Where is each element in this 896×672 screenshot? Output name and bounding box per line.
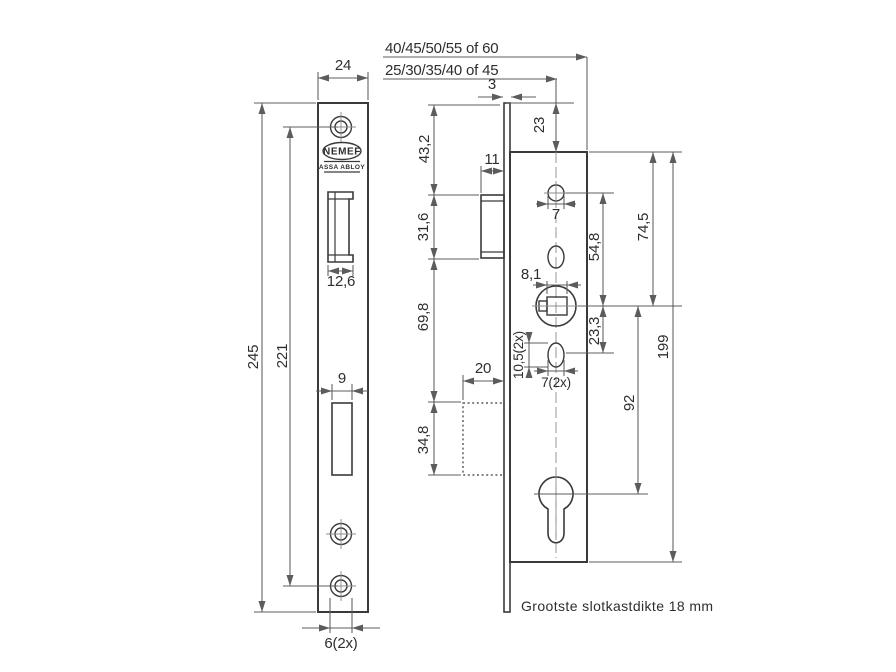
front-dimensions: 24 245 221 12,6 9 [245, 57, 380, 652]
dim-plate-width: 24 [335, 57, 351, 74]
lock-case [509, 151, 588, 563]
dim-plate-height: 245 [245, 345, 262, 369]
latch-bolt [480, 194, 505, 259]
dead-bolt-dashed [462, 402, 505, 476]
screw-hole-mid [326, 519, 356, 549]
dim-pin-hole: 7 [552, 206, 560, 223]
side-view: 40/45/50/55 of 60 25/30/35/40 of 45 3 23… [383, 40, 682, 613]
dim-bolt-height: 34,8 [415, 426, 432, 454]
dim-spindle: 8,1 [521, 266, 541, 283]
spindle-hole [532, 285, 580, 327]
dim-latch-cutout-width: 12,6 [327, 273, 355, 290]
dim-spindle-to-cylinder: 92 [621, 395, 638, 411]
dim-plate-thickness: 3 [488, 76, 496, 93]
oval-slot-lower [547, 342, 565, 368]
dim-latch-height: 31,6 [415, 213, 432, 241]
dim-case-to-spindle: 74,5 [635, 213, 652, 241]
dim-screw-hole: 6(2x) [324, 635, 357, 652]
dim-case-depth-options: 40/45/50/55 of 60 [385, 40, 498, 57]
cylinder-slot [331, 402, 353, 476]
dim-latch-to-bolt: 69,8 [415, 303, 432, 331]
brand-name: NEMEF [323, 147, 361, 158]
dim-slot-width: 9 [338, 370, 346, 387]
pin-hole [544, 181, 568, 205]
dim-case-height: 199 [655, 335, 672, 359]
dim-screw-distance: 221 [274, 344, 291, 368]
dim-top-to-case: 23 [531, 117, 548, 133]
euro-cylinder-hole [538, 471, 574, 544]
dim-top-to-latch: 43,2 [416, 135, 433, 163]
latch-cutout [327, 191, 354, 263]
front-view: NEMEF ASSA ABLOY [245, 57, 380, 652]
dim-spindle-to-screw: 23,3 [586, 317, 603, 345]
side-dimensions: 40/45/50/55 of 60 25/30/35/40 of 45 3 23… [383, 40, 682, 563]
dim-pin-to-spindle: 54,8 [586, 233, 603, 261]
footer-note: Grootste slotkastdikte 18 mm [521, 598, 714, 614]
dim-bolt-throw: 20 [475, 360, 491, 377]
dim-backset-options: 25/30/35/40 of 45 [385, 62, 498, 79]
faceplate-outline [317, 102, 369, 613]
oval-slot-upper [547, 245, 565, 269]
brand-group: ASSA ABLOY [319, 164, 365, 171]
dim-screw-slot-width: 7(2x) [541, 375, 571, 390]
brand-logo: NEMEF ASSA ABLOY [319, 141, 365, 173]
dim-latch-throw: 11 [484, 151, 499, 168]
dim-screw-slot-height: 10,5(2x) [511, 331, 526, 379]
